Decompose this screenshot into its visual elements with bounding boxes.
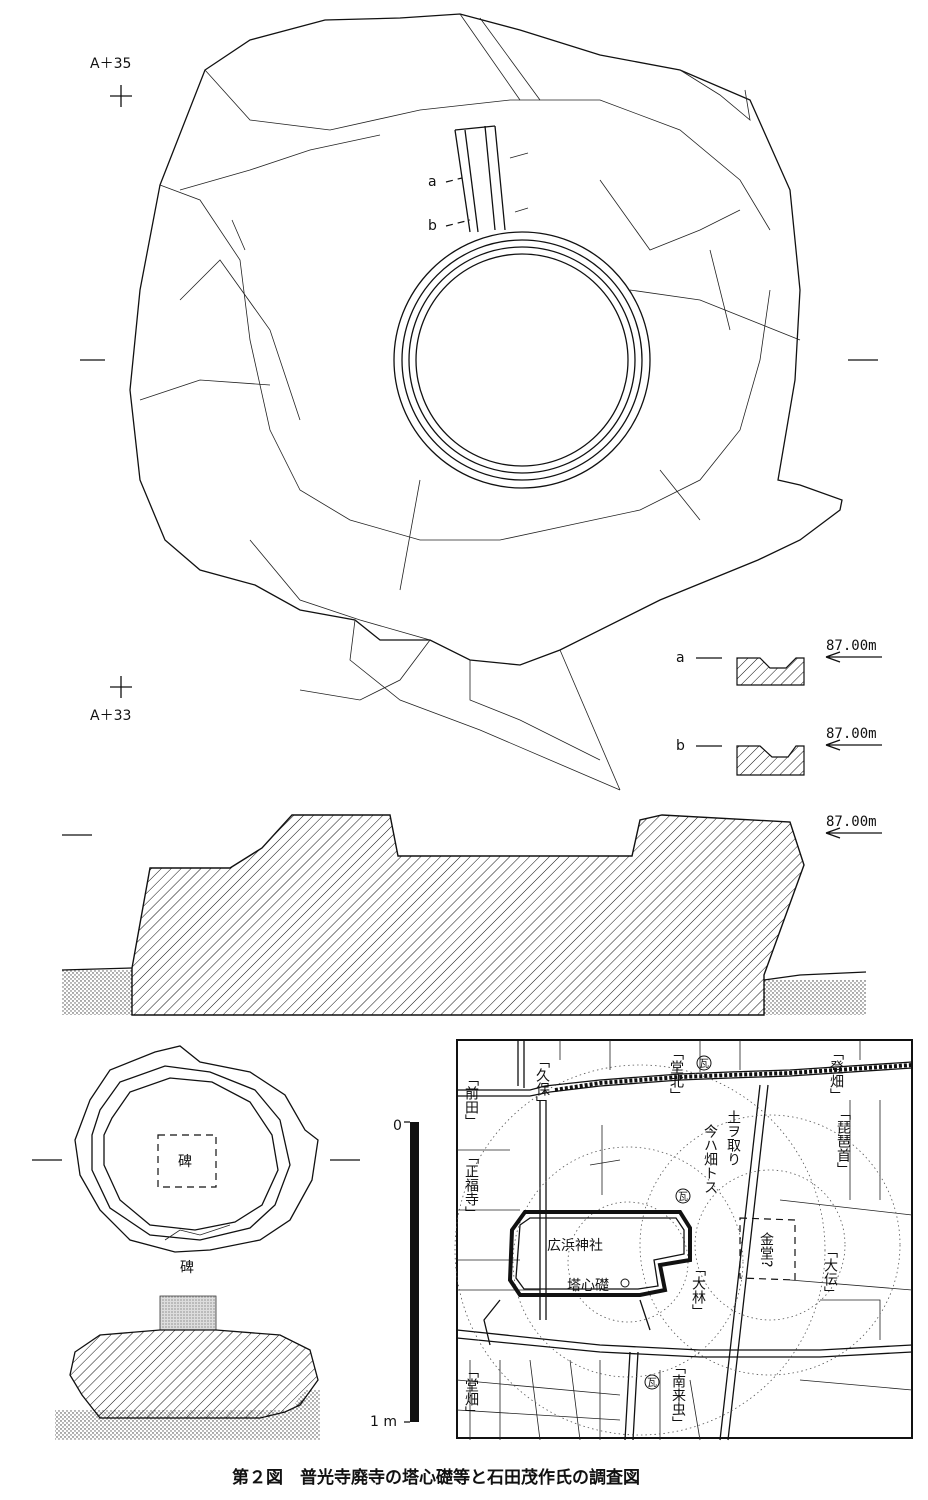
tile-mark-icon: 瓦 [675,1188,691,1204]
profile-a-elevation: 87.00m [826,638,877,654]
map-label-biwakubi: 「琵琶首」 [835,1106,851,1176]
main-section-elevation: 87.00m [826,814,877,830]
main-section: 87.00m [61,814,882,1016]
svg-text:瓦: 瓦 [678,1192,688,1203]
map-label-dobata: 「堂畑」 [463,1364,479,1420]
map-label-obayashi: 「大林」 [690,1262,706,1318]
svg-text:瓦: 瓦 [699,1059,709,1070]
tile-mark-icon: 瓦 [644,1374,660,1390]
socket-stone-marker-icon [620,1278,630,1288]
profile-b-elevation: 87.00m [826,726,877,742]
grid-label-bottom: A＋33 [90,708,131,724]
grid-marker-top: A＋35 [90,56,132,107]
map-label-nobohata: 「登畑」 [828,1046,844,1102]
grid-cross-icon [110,85,132,107]
section-stone-body [69,1329,319,1419]
map-label-oden: 「大伝」 [822,1244,838,1300]
grid-cross-icon [110,676,132,698]
level-arrow-icon [825,739,882,751]
profile-b: b 87.00m [676,726,882,776]
map-label-minamikimushi: 「南来虫」 [670,1360,686,1430]
profile-a: a 87.00m [676,638,882,686]
small-stone-plan: 碑 [32,1045,360,1253]
grid-marker-bottom: A＋33 [90,676,132,724]
map-label-maeda: 「前田」 [463,1072,479,1128]
tile-mark-icon: 瓦 [696,1055,712,1071]
profile-a-label: a [676,650,685,666]
scale-bar: 0 1 m [370,1118,419,1430]
section-label-a: a [428,174,437,190]
socket-ring-inner [415,253,629,467]
stone-outline [129,13,843,666]
figure-caption: 第２図 普光寺廃寺の塔心礎等と石田茂作氏の調査図 [232,1467,640,1488]
survey-map: 瓦 瓦 瓦 広浜神社 塔心礎 「久保」 「堂北」 「登畑」 「前田」 土ヲ取り … [454,1039,913,1441]
map-label-dohoku: 「堂北」 [668,1046,684,1102]
profile-b-label: b [676,738,685,754]
socket-outline [157,1134,217,1188]
level-arrow-icon [825,651,882,663]
socket-ring-outer [393,231,651,489]
section-label-b: b [428,218,437,234]
scale-bar-rect [410,1122,419,1422]
socket-label: 碑 [178,1154,192,1170]
drain-channel [454,125,529,233]
grid-label-top: A＋35 [90,56,131,72]
small-stone-section: 碑 [55,1260,320,1440]
section-stone-label: 碑 [180,1260,194,1276]
map-label-soil-taken: 土ヲ取り [725,1110,741,1166]
map-label-kubo: 「久保」 [534,1054,550,1110]
map-label-now-field: 今ハ畑トス [702,1124,718,1194]
map-label-kondo: 金堂? [758,1232,774,1267]
map-label-shofukuji: 「正福寺」 [463,1150,479,1220]
svg-text:瓦: 瓦 [647,1378,657,1389]
section-line-markers: a b [428,174,471,234]
level-arrow-icon [825,827,882,839]
scale-top-label: 0 [393,1118,402,1134]
stone-plan [129,13,843,791]
map-label-shrine: 広浜神社 [547,1238,603,1254]
scale-bottom-label: 1 m [370,1414,397,1430]
map-label-socket-stone: 塔心礎 [567,1278,609,1294]
section-body [131,814,805,1016]
socket-rings [393,231,651,489]
